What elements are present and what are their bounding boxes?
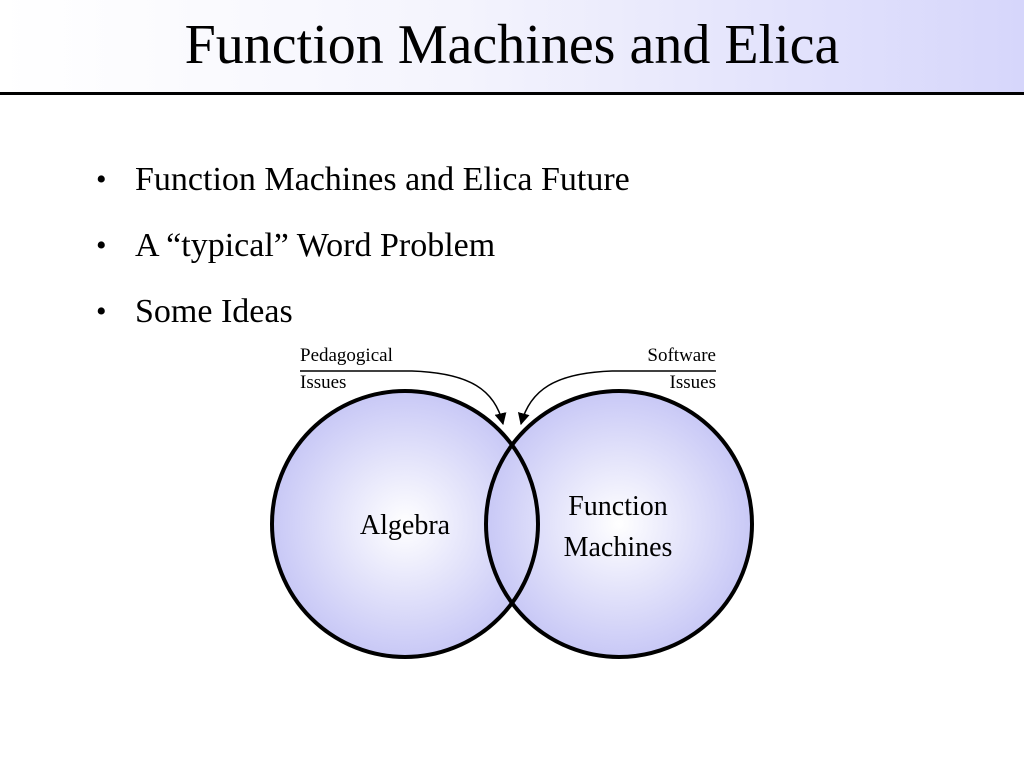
bullet-text: Function Machines and Elica Future [135,161,630,198]
bullet-marker: • [96,163,107,196]
bullet-item: • Function Machines and Elica Future [96,160,630,200]
algebra-circle [272,391,538,657]
bullet-text: Some Ideas [135,293,293,330]
bullet-item: • A “typical” Word Problem [96,226,630,266]
slide-title: Function Machines and Elica [184,14,840,76]
bullet-text: A “typical” Word Problem [135,227,496,264]
function-machines-circle [486,391,752,657]
bullet-list: • Function Machines and Elica Future • A… [96,160,630,358]
algebra-label: Algebra [359,510,451,541]
algebra-circle-outline [270,389,540,659]
pedagogical-label: Pedagogical [300,345,393,366]
pedagogical-issues-label: Issues [300,372,347,393]
software-label: Software [647,345,716,366]
bullet-marker: • [96,229,107,262]
function-machines-circle-outline [484,389,754,659]
function-label: Function [568,491,668,522]
pedagogical-arrow [411,370,507,426]
software-issues-label: Issues [669,372,716,393]
software-arrow [517,370,613,426]
bullet-item: • Some Ideas [96,292,630,332]
machines-label: Machines [563,532,673,563]
title-bar: Function Machines and Elica [0,0,1024,95]
bullet-marker: • [96,295,107,328]
